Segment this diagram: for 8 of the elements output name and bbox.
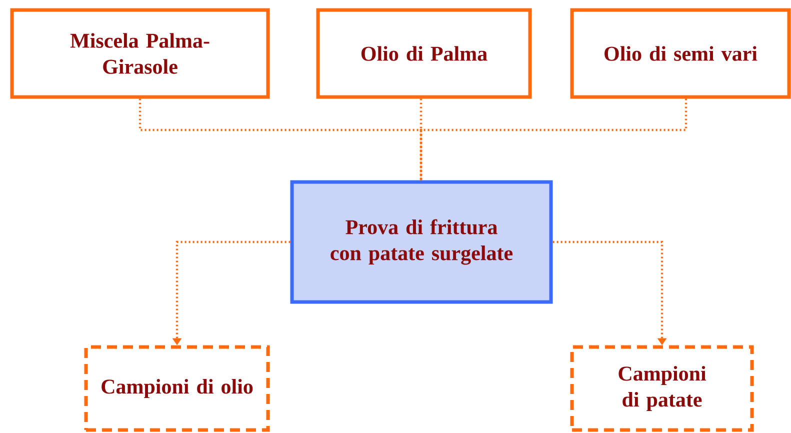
oil-box: Miscela Palma-Girasole [10,8,270,99]
sample-box: Campioni di patate [570,345,754,432]
oil-box: Olio di semi vari [570,8,791,99]
connector [420,98,688,180]
oil-box: Olio di Palma [316,8,532,99]
connector [420,98,422,180]
sample-box: Campioni di olio [84,345,270,432]
process-box: Prova di frittura con patate surgelate [290,180,553,304]
